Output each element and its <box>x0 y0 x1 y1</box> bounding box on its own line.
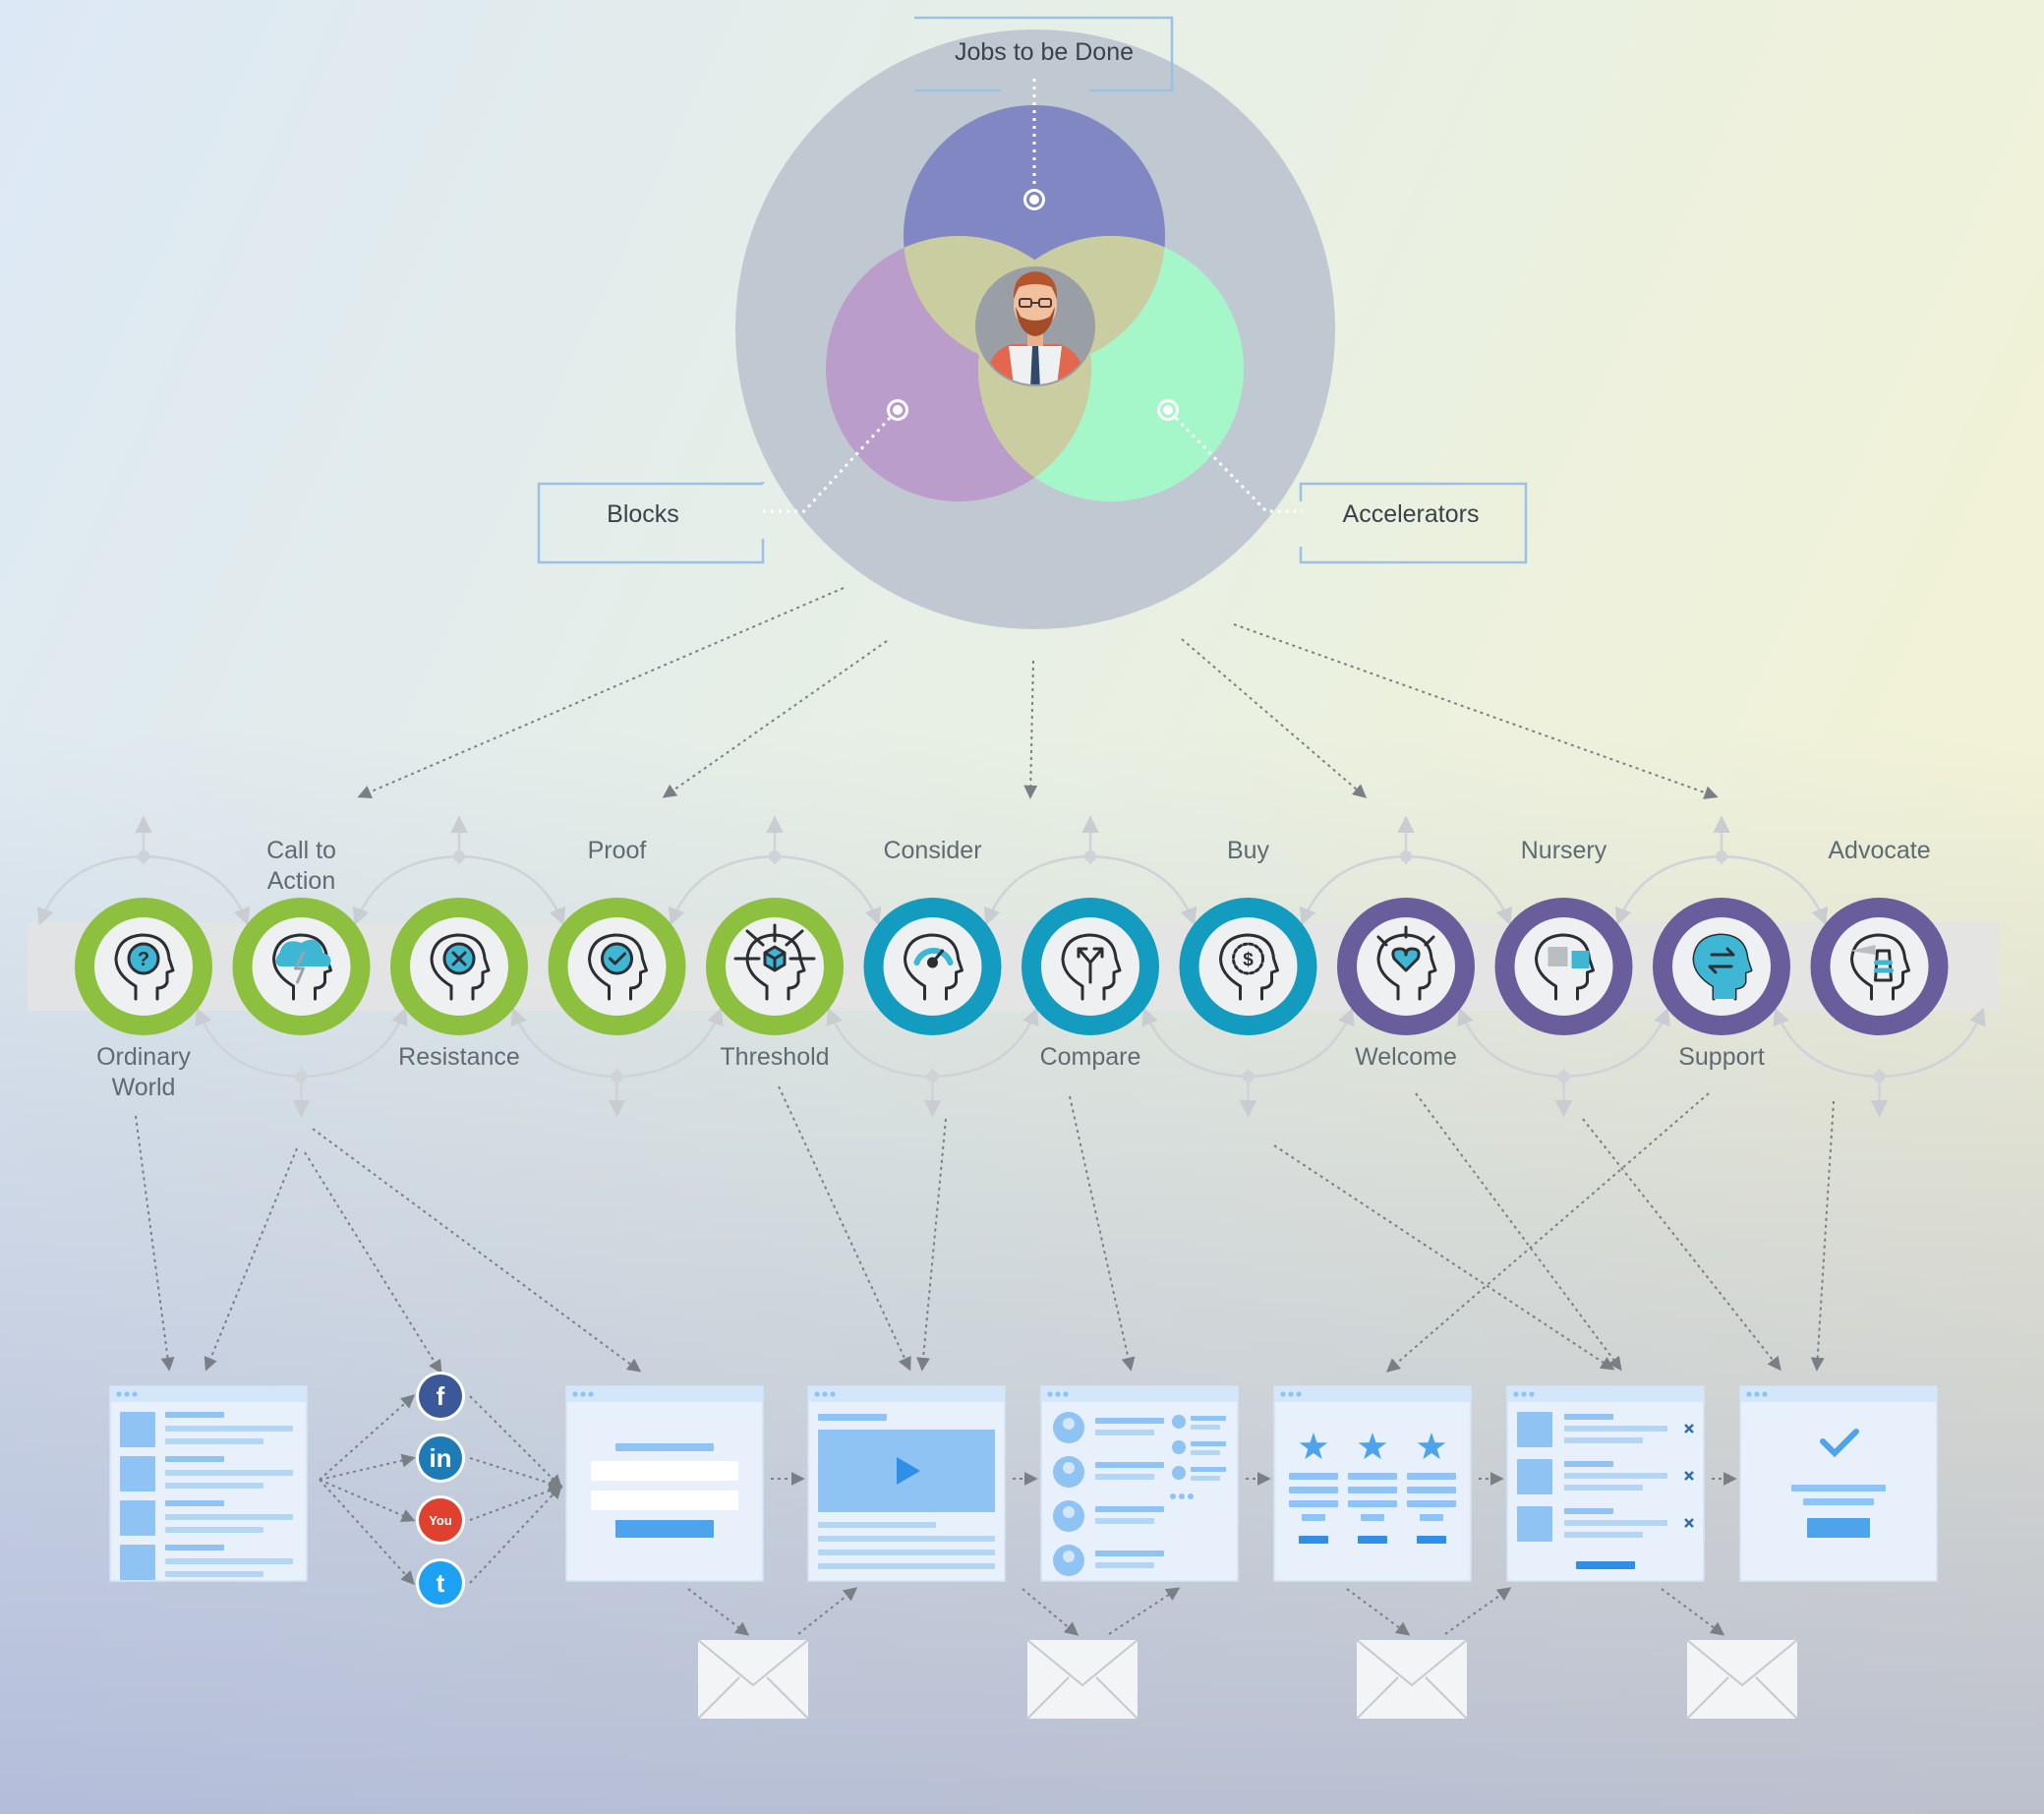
stage-connector-arcs <box>36 815 1986 1118</box>
flow-arrows <box>319 1394 1737 1636</box>
head-lighthouse-icon <box>1849 933 1910 1001</box>
email-envelope-icon <box>1026 1639 1139 1720</box>
head-exchange-icon <box>1692 933 1753 1001</box>
blocks-label: Blocks <box>607 500 679 528</box>
stage-threshold[interactable]: Threshold <box>706 898 844 1071</box>
accelerators-label: Accelerators <box>1343 500 1480 528</box>
stage-buy[interactable]: $ Buy <box>1179 837 1317 1035</box>
target-dot-accelerators <box>1157 399 1179 421</box>
stage-label: Support <box>1678 1043 1765 1071</box>
screen-confirmation-page[interactable] <box>1739 1385 1938 1582</box>
stage-label: Threshold <box>720 1043 829 1071</box>
star-icon <box>1358 1433 1387 1460</box>
head-heart-bulb-icon <box>1376 925 1437 1001</box>
venn-diagram <box>735 29 1335 629</box>
jobs-to-be-done-box: Jobs to be Done <box>914 16 1174 92</box>
check-icon <box>1820 1429 1859 1458</box>
head-dollar-icon: $ <box>1219 933 1279 1001</box>
svg-text:in: in <box>429 1443 451 1473</box>
svg-text:You: You <box>429 1513 452 1528</box>
stage-label: Consider <box>883 837 981 864</box>
screen-cart-page[interactable] <box>1506 1385 1705 1582</box>
svg-text:t: t <box>437 1568 445 1598</box>
stage-label: Proof <box>588 837 647 864</box>
screen-form-page[interactable] <box>565 1385 764 1582</box>
leader-line-blocks <box>763 416 892 513</box>
venn-to-stage-arrows <box>357 587 1719 799</box>
facebook-icon[interactable]: f <box>416 1372 465 1421</box>
head-cloud-lightning-icon <box>272 933 332 1001</box>
head-fork-icon <box>1061 933 1122 1001</box>
stage-consider[interactable]: Consider <box>863 837 1002 1035</box>
play-icon <box>897 1457 920 1485</box>
head-speedometer-icon <box>904 933 964 1001</box>
email-envelope-icon <box>697 1639 809 1720</box>
star-icon <box>1299 1433 1328 1460</box>
stage-support[interactable]: Support <box>1653 898 1790 1071</box>
stage-compare[interactable]: Compare <box>1022 898 1159 1071</box>
head-question-icon: ? <box>114 933 175 1001</box>
stage-label: Advocate <box>1828 837 1930 864</box>
star-icon <box>1417 1433 1446 1460</box>
remove-icon <box>1684 1424 1694 1434</box>
stage-label: Nursery <box>1521 837 1607 864</box>
email-envelope-icon <box>1356 1639 1468 1720</box>
stage-nursery[interactable]: Nursery <box>1494 837 1633 1035</box>
blocks-box: Blocks <box>537 482 765 564</box>
remove-icon <box>1684 1471 1694 1481</box>
head-puzzle-icon <box>1535 933 1595 1001</box>
head-x-icon <box>430 933 491 1001</box>
remove-icon <box>1684 1518 1694 1528</box>
stage-proof[interactable]: Proof <box>548 837 686 1035</box>
jobs-to-be-done-label: Jobs to be Done <box>955 38 1134 66</box>
stage-label: Buy <box>1227 837 1270 864</box>
stage-inner <box>1198 917 1298 1016</box>
target-dot-blocks <box>887 399 908 421</box>
stage-resistance[interactable]: Resistance <box>390 898 528 1071</box>
linkedin-icon[interactable]: in <box>416 1434 465 1483</box>
stage-label: Welcome <box>1355 1043 1457 1071</box>
svg-text:?: ? <box>138 949 149 970</box>
stage-welcome[interactable]: Welcome <box>1337 898 1475 1071</box>
screen-list-page[interactable] <box>109 1385 308 1582</box>
twitter-icon[interactable]: t <box>416 1558 465 1608</box>
stage-advocate[interactable]: Advocate <box>1810 837 1949 1035</box>
svg-text:$: $ <box>1243 950 1254 970</box>
screen-video-page[interactable] <box>807 1385 1006 1582</box>
stage-label: Compare <box>1040 1043 1141 1071</box>
stage-label: Resistance <box>398 1043 520 1071</box>
screen-rating-page[interactable] <box>1273 1385 1472 1582</box>
stage-to-screen-arrows <box>135 1085 1835 1375</box>
screen-contacts-page[interactable] <box>1040 1385 1239 1582</box>
head-check-icon <box>588 933 648 1001</box>
target-dot-jobs <box>1023 189 1045 210</box>
accelerators-box: Accelerators <box>1299 482 1528 564</box>
youtube-icon[interactable]: You <box>416 1495 465 1545</box>
email-envelope-icon <box>1686 1639 1798 1720</box>
head-cube-arrows-icon <box>733 923 816 1001</box>
svg-text:f: f <box>437 1381 445 1411</box>
